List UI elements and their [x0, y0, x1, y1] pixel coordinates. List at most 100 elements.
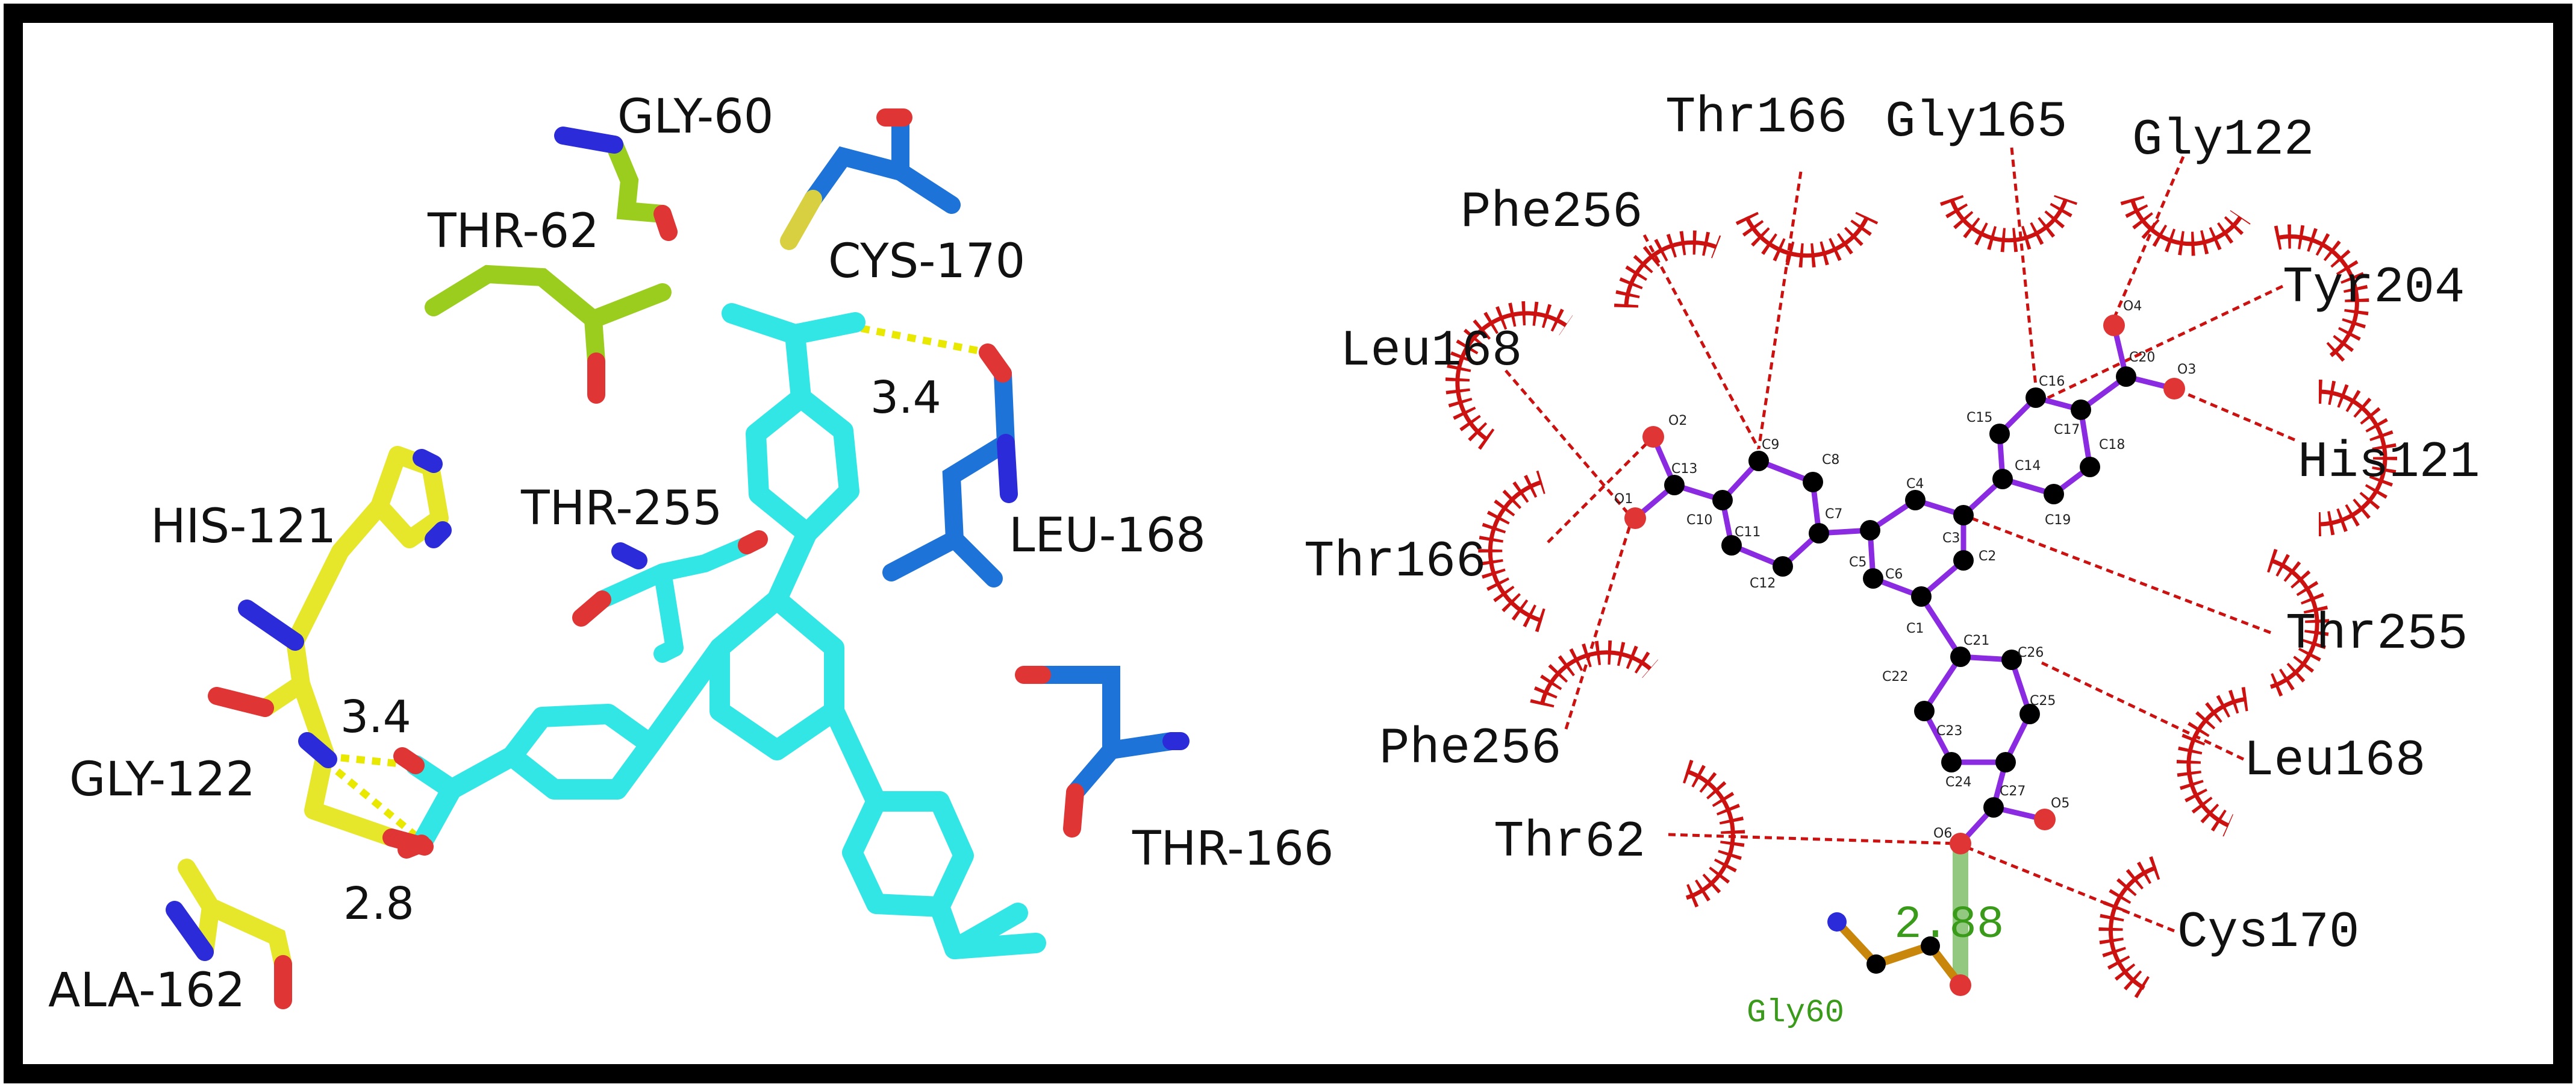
gly60-nitrogen	[554, 127, 623, 154]
contact-line	[1547, 436, 1654, 544]
atom-c3	[1953, 505, 1974, 525]
atom-c19	[2044, 484, 2064, 504]
ligand-bond	[441, 746, 522, 800]
atom-o5	[2034, 809, 2056, 830]
contact-label-thr166-top: Thr166	[1665, 90, 1847, 147]
gly60-bonds	[1833, 919, 1964, 988]
atom-label-o5: O5	[2051, 796, 2069, 811]
his121-nitrogen	[413, 449, 443, 473]
leu168-nitrogen	[997, 434, 1018, 503]
gly122-nitrogen	[298, 732, 337, 768]
ligand-o-bond	[393, 747, 425, 774]
atom-c27	[1983, 797, 2004, 818]
contact-label-leu168-right: Leu168	[2244, 733, 2425, 790]
atom-label-o2: O2	[1668, 413, 1687, 428]
atom-c18	[2080, 457, 2100, 477]
contact-arc-thr166-left-line	[1488, 480, 1543, 623]
atom-label-o6: O6	[1933, 826, 1952, 841]
label-thr-255: THR-255	[520, 481, 722, 536]
atom-label-c6: C6	[1885, 567, 1903, 582]
label-cys-170: CYS-170	[828, 234, 1025, 289]
label-leu-168: LEU-168	[1009, 509, 1206, 563]
atom-label-c4: C4	[1906, 477, 1924, 492]
atom-c8	[1803, 472, 1823, 492]
atom-o3	[2163, 378, 2185, 399]
atom-c17	[2071, 399, 2091, 420]
contact-arc-leu168-left-line	[1455, 311, 1567, 442]
ligand-bond	[767, 523, 817, 610]
gly60-oxygen-atom	[1950, 974, 1971, 996]
residue-gly60-sticks	[554, 127, 678, 241]
atom-label-o3: O3	[2177, 362, 2196, 377]
contact-label-tyr204: Tyr204	[2283, 260, 2465, 317]
atom-c4	[1905, 490, 1926, 510]
contact-label-his121: His121	[2298, 434, 2480, 492]
contact-line	[2109, 156, 2185, 326]
residue-thr255-sticks	[572, 530, 768, 663]
his121-oxygen	[208, 687, 274, 717]
residue-ala162-sticks	[166, 859, 292, 1009]
atom-label-c25: C25	[2030, 694, 2056, 709]
residue-thr62-sticks	[425, 265, 672, 404]
atom-c23	[1941, 752, 1962, 772]
atom-label-c5: C5	[1849, 555, 1867, 570]
contact-line	[2041, 661, 2245, 761]
atom-label-c17: C17	[2054, 422, 2080, 437]
contact-label-cys170: Cys170	[2177, 904, 2359, 962]
atom-c5	[1860, 520, 1880, 540]
atom-c12	[1773, 556, 1793, 577]
bond-c1-c21	[1919, 595, 1963, 659]
contact-arc-leu168-right-line	[2186, 697, 2247, 828]
contact-line	[1505, 369, 1633, 519]
thr255-oxygen	[572, 590, 611, 627]
atom-c16	[2026, 387, 2046, 408]
ligand-bond	[944, 903, 1028, 959]
label-gly-122: GLY-122	[69, 753, 255, 807]
atom-c6	[1863, 568, 1883, 589]
contact-arc-phe256-bottom-line	[1539, 650, 1652, 706]
atom-label-c2: C2	[1979, 549, 1996, 564]
atom-c24	[1995, 752, 2016, 772]
contact-label-gly165: Gly165	[1885, 94, 2067, 151]
atom-label-c14: C14	[2015, 459, 2041, 474]
contact-label-leu168-left: Leu168	[1340, 323, 1522, 380]
thr255-bonds	[593, 536, 756, 663]
atom-label-c3: C3	[1942, 531, 1960, 546]
contact-arc-his121-line	[2318, 389, 2387, 527]
leu168-bonds	[882, 365, 1015, 587]
atom-o2	[1642, 426, 1664, 448]
residue-cys170-sticks	[780, 108, 961, 250]
atom-c2	[1953, 550, 1974, 571]
atom-label-c16: C16	[2039, 374, 2065, 389]
gly60-fragment	[1827, 912, 1971, 996]
atom-c15	[1989, 424, 2010, 444]
contact-arc-thr255-line	[2269, 558, 2319, 689]
contact-lines	[1505, 147, 2295, 933]
contact-line	[2174, 387, 2295, 442]
atom-label-c27: C27	[2000, 784, 2026, 799]
thr166-oxygen2	[1063, 783, 1084, 838]
label-his-121: HIS-121	[151, 500, 336, 554]
distance-3d-cys170: 3.4	[870, 372, 941, 424]
contact-arc-gly165-line	[1949, 198, 2068, 243]
atom-label-c1: C1	[1906, 621, 1924, 636]
distance-3d-gly122-a: 3.4	[340, 691, 411, 743]
ligand-2d-atoms	[1624, 315, 2185, 854]
atom-label-c12: C12	[1750, 576, 1776, 591]
atom-label-c22: C22	[1882, 669, 1908, 684]
atom-c20	[2116, 366, 2136, 387]
left-panel-3d-model: GLY-60 THR-62 CYS-170 HIS-121 THR-255 LE…	[48, 90, 1333, 1018]
hbond-dashes-3d	[325, 325, 989, 844]
hbond-3d-gly122-b	[335, 768, 424, 844]
label-gly-60: GLY-60	[617, 90, 773, 144]
hbond-3d-cys170	[860, 325, 989, 356]
atom-label-c8: C8	[1822, 453, 1839, 468]
residue-his121-sticks	[208, 446, 452, 856]
gly60-oxygen	[653, 205, 678, 241]
ligand-bond	[411, 779, 462, 854]
contact-arc-tyr204-line	[2276, 234, 2359, 357]
contact-line	[1957, 842, 2175, 933]
contact-label-gly122: Gly122	[2132, 112, 2314, 169]
contact-label-phe256-bottom: Phe256	[1379, 721, 1561, 778]
his121-nitrogen2	[425, 521, 452, 548]
